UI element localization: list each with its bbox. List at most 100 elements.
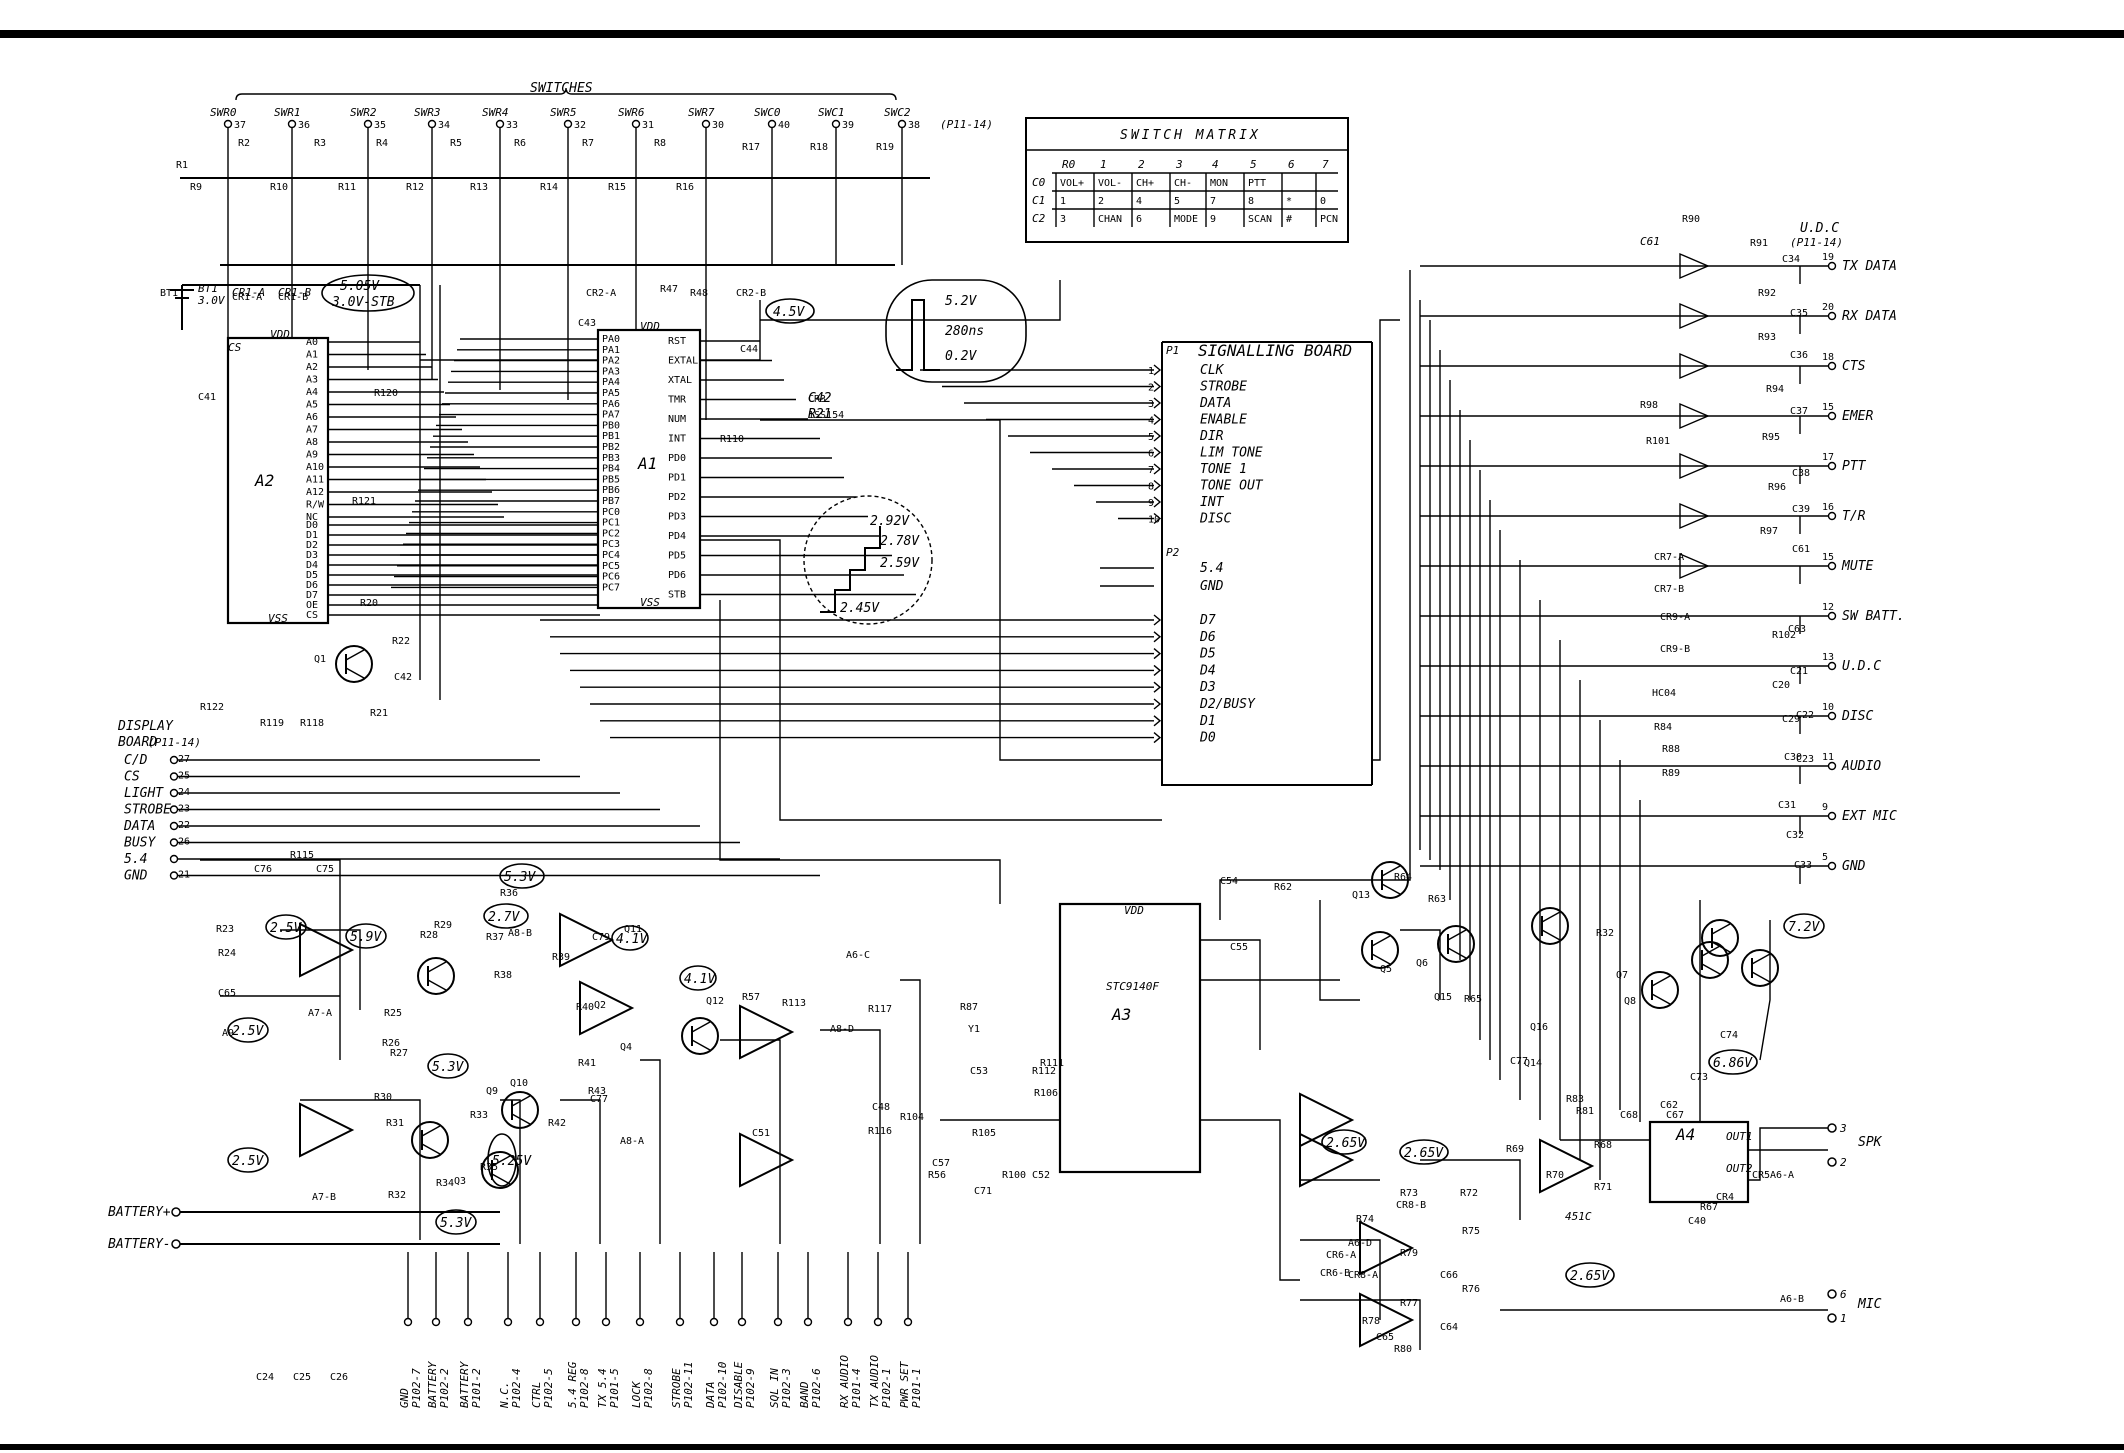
udc-pin-8: 13 <box>1822 652 1834 663</box>
a2-pin-R/W: R/W <box>306 500 325 511</box>
wire-28 <box>300 1099 421 1240</box>
ref-78: Q10 <box>510 1078 528 1089</box>
ref-107: R63 <box>1428 894 1446 905</box>
sig-p2-2: D5 <box>1199 647 1216 662</box>
svg-text:6: 6 <box>1840 1288 1847 1301</box>
a1-pin-PC5: PC5 <box>602 561 620 572</box>
volt-3-0-stb: 3.0V-STB <box>331 295 395 310</box>
ref-118: R83 <box>1566 1094 1584 1105</box>
ref-37: C42 <box>394 672 412 683</box>
ref-6: R7 <box>582 138 594 149</box>
ref-86: C48 <box>872 1102 890 1113</box>
ref-72: A8-B <box>508 928 532 939</box>
ref-188: C24 <box>256 1372 274 1383</box>
udc-signal-1: RX DATA <box>1842 309 1897 324</box>
voltage-bubble-20: 5.3V <box>440 1216 472 1231</box>
sig-p2-3: D4 <box>1199 663 1216 678</box>
udc-pin-0: 19 <box>1822 252 1834 263</box>
wiring <box>200 270 1828 1350</box>
a1-pin-PA7: PA7 <box>602 410 620 421</box>
matrix-cell-1-2: 4 <box>1136 196 1142 207</box>
ref-169: R101 <box>1646 436 1670 447</box>
voltage-bubble-12: 2.5V <box>270 921 302 936</box>
switch-label-8: SWC0 <box>754 106 781 119</box>
switch-pin-6: 31 <box>642 120 654 131</box>
ref-155: CR9-B <box>1660 644 1690 655</box>
ref-179: C36 <box>1790 350 1808 361</box>
switch-pin-4: 33 <box>506 120 518 131</box>
chip-a1: A1 VDD VSS PA0PA1PA2PA3PA4PA5PA6PA7PB0PB… <box>391 320 916 610</box>
a1-pin-EXTAL: EXTAL <box>668 356 698 367</box>
a1-pin-PC0: PC0 <box>602 507 620 518</box>
bottom-pin-text-3-1: P102-4 <box>510 1368 523 1408</box>
bottom-pin-text-5-1: P102-8 <box>578 1368 591 1408</box>
matrix-col-1: 1 <box>1100 158 1107 171</box>
ref-74: Q2 <box>594 1000 606 1011</box>
switch-label-5: SWR5 <box>550 106 577 119</box>
ref-42: C76 <box>254 864 272 875</box>
matrix-cell-2-0: 3 <box>1060 214 1066 225</box>
matrix-cell-1-1: 2 <box>1098 196 1104 207</box>
a2-pin-A0: A0 <box>306 337 318 348</box>
voltage-bubble-25: 6.86V <box>1713 1056 1753 1071</box>
a1-pin-PB7: PB7 <box>602 496 620 507</box>
udc-pin-10: 11 <box>1822 752 1834 763</box>
ref-101: C53 <box>970 1066 988 1077</box>
a1-pin-PC2: PC2 <box>602 528 620 539</box>
a2-pin-A1: A1 <box>306 350 318 361</box>
ref-121: C67 <box>1666 1110 1684 1121</box>
a1-pin-PB5: PB5 <box>602 474 620 485</box>
switch-pin-0: 37 <box>234 120 246 131</box>
opamp-9 <box>1299 1092 1355 1148</box>
ref-36: Q1 <box>314 654 326 665</box>
a2-pin-OE: OE <box>306 600 318 611</box>
sig-p1-7: TONE OUT <box>1200 479 1264 494</box>
udc-signal-5: T/R <box>1842 509 1866 524</box>
ref-158: R88 <box>1662 744 1680 755</box>
a2-pin-A12: A12 <box>306 487 324 498</box>
bottom-pin-text-6-0: TX 5.4 <box>596 1368 609 1408</box>
udc-connector: (P11-14) <box>1790 236 1843 249</box>
a2-pin-D4: D4 <box>306 560 318 571</box>
svg-text:3: 3 <box>1839 1122 1847 1135</box>
a1-pin-PD0: PD0 <box>668 453 686 464</box>
ref-139: C65 <box>1376 1332 1394 1343</box>
ref-23: C43 <box>578 318 596 329</box>
sig-p1-pin-7: 8 <box>1148 482 1154 493</box>
signalling-board: SIGNALLING BOARD P1 P2 CLK1STROBE2DATA3E… <box>540 341 1373 786</box>
sig-p1-pin-4: 5 <box>1148 432 1154 443</box>
voltage-bubble-13: 5.9V <box>350 930 382 945</box>
waveform-bubble: 5.2V 280ns 0.2V 4.5V C42 R21 <box>765 279 1027 422</box>
switch-pin-2: 35 <box>374 120 386 131</box>
transistor-2 <box>411 1121 449 1159</box>
sig-p2-4: D3 <box>1199 680 1216 695</box>
ref-44: C75 <box>316 864 334 875</box>
ref-167: R97 <box>1760 526 1778 537</box>
sig-p1-pin-8: 9 <box>1148 498 1154 509</box>
signalling-p2: P2 <box>1166 546 1180 559</box>
ref-4: R5 <box>450 138 462 149</box>
a1-pin-INT: INT <box>668 434 686 445</box>
ref-16: R17 <box>742 142 760 153</box>
udc-signal-11: EXT MIC <box>1842 809 1897 824</box>
bottom-pin-text-10-1: P102-9 <box>744 1368 757 1408</box>
a1-pin-PC6: PC6 <box>602 572 620 583</box>
ref-29: CR3 <box>808 394 826 405</box>
ref-117: Q16 <box>1530 1022 1548 1033</box>
cr3-part: R21 <box>808 407 831 422</box>
ref-75: Q3 <box>454 1176 466 1187</box>
matrix-row-label-1: C1 <box>1032 194 1045 207</box>
matrix-cell-2-4: 9 <box>1210 214 1216 225</box>
switch-pin-3: 34 <box>438 120 450 131</box>
udc-pin-12: 5 <box>1822 852 1828 863</box>
a4-out1: OUT1 <box>1726 1130 1753 1143</box>
a3-label: A3 <box>1111 1005 1131 1024</box>
